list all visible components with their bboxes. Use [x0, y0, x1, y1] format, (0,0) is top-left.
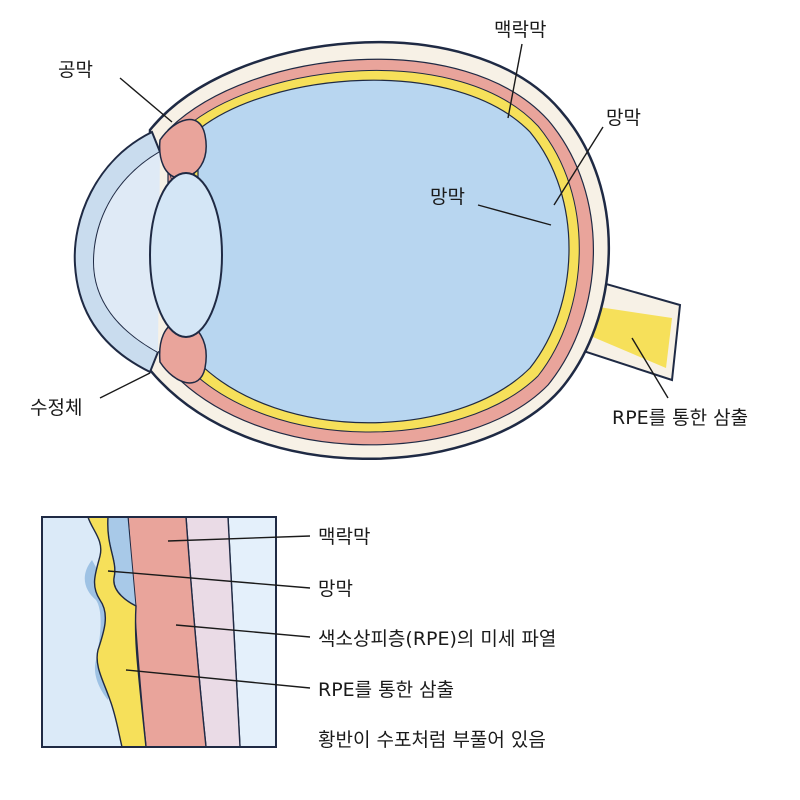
ciliary-body-bottom	[158, 321, 207, 384]
inset-labels: 맥락막 망막 색소상피층(RPE)의 미세 파열 RPE를 통한 삼출 황반이 …	[318, 526, 556, 751]
label-lens: 수정체	[30, 397, 82, 419]
vitreous-body	[197, 79, 570, 424]
inset-retina	[87, 517, 147, 747]
eye-leader-lines	[99, 43, 669, 399]
anterior-chamber	[94, 152, 160, 352]
label-inset-rpe-tear: 색소상피층(RPE)의 미세 파열	[318, 628, 556, 650]
label-retina-inner: 망막	[430, 186, 465, 208]
inset-frame	[41, 516, 277, 748]
ciliary-body-top	[158, 118, 207, 179]
eye-labels: 공막 맥락막 망막 망막 수정체 RPE를 통한 삼출	[30, 19, 748, 429]
lens	[149, 172, 223, 338]
label-choroid: 맥락막	[494, 19, 546, 41]
label-sclera: 공막	[58, 59, 93, 81]
label-retina-outer: 망막	[606, 107, 641, 129]
label-inset-retina: 망막	[318, 578, 353, 600]
label-inset-rpe-leak: RPE를 통한 삼출	[318, 679, 454, 701]
label-rpe-leak-main: RPE를 통한 삼출	[612, 407, 748, 429]
label-inset-choroid: 맥락막	[318, 526, 370, 548]
eye-cross-section	[73, 40, 682, 461]
label-inset-blister: 황반이 수포처럼 부풀어 있음	[318, 729, 546, 751]
inset-cross-section	[41, 516, 277, 748]
inset-leader-lines	[107, 535, 311, 689]
